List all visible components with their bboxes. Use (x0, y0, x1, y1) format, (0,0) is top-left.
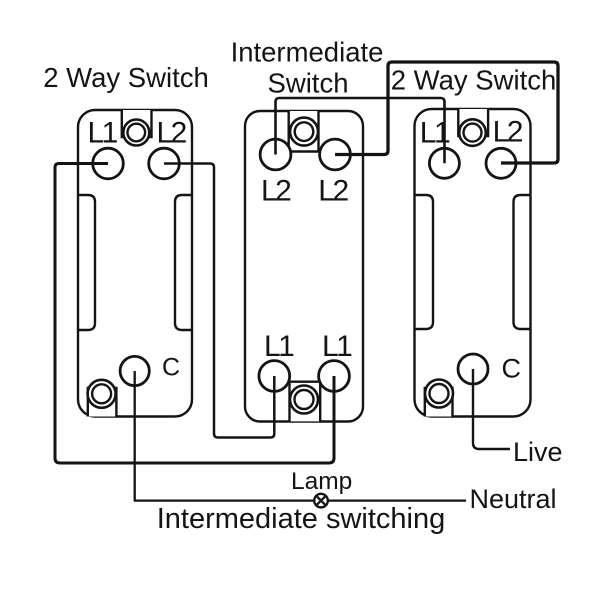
svg-text:2 Way Switch: 2 Way Switch (391, 65, 557, 96)
svg-text:L1: L1 (322, 330, 352, 363)
svg-text:L2: L2 (318, 175, 348, 208)
svg-text:L2: L2 (157, 117, 187, 150)
svg-text:L1: L1 (264, 330, 294, 363)
svg-text:Neutral: Neutral (470, 484, 557, 514)
svg-text:L2: L2 (261, 175, 291, 208)
svg-text:L2: L2 (493, 116, 523, 149)
svg-text:2 Way Switch: 2 Way Switch (43, 62, 209, 93)
svg-text:Live: Live (513, 437, 563, 467)
svg-text:Switch: Switch (268, 68, 349, 99)
svg-text:C: C (162, 354, 180, 382)
svg-text:Lamp: Lamp (291, 468, 352, 495)
svg-text:L1: L1 (88, 117, 118, 150)
svg-text:Intermediate: Intermediate (231, 37, 384, 68)
svg-text:C: C (502, 354, 522, 384)
svg-text:L1: L1 (420, 117, 450, 150)
svg-text:Intermediate switching: Intermediate switching (157, 503, 446, 535)
